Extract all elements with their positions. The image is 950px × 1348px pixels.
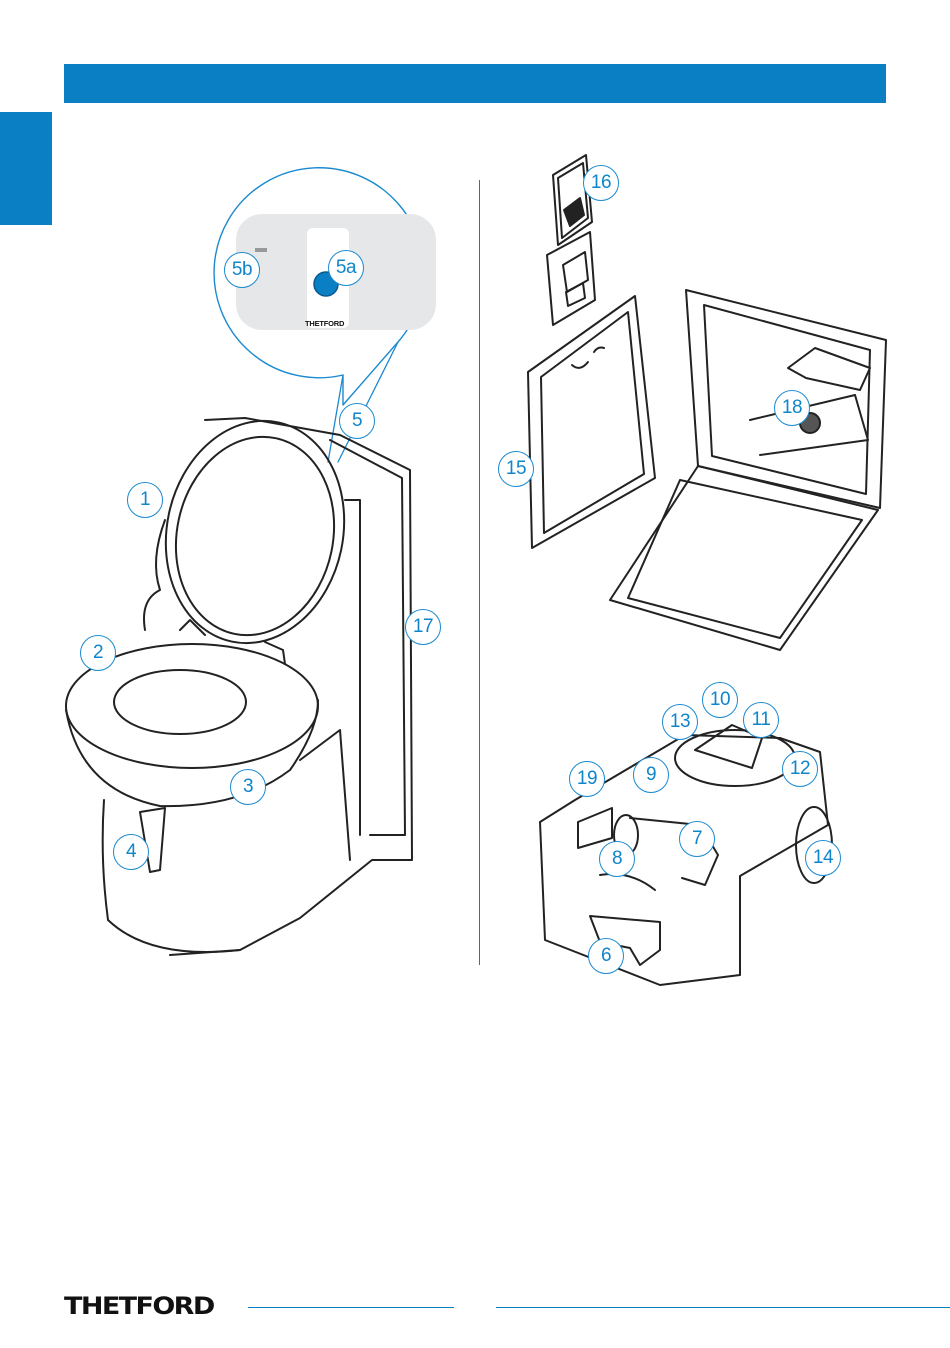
callout-17: 17 xyxy=(405,609,441,645)
magnifier-brand-logo: THETFORD xyxy=(305,319,344,328)
service-door-housing xyxy=(610,290,886,650)
callout-5: 5 xyxy=(339,403,375,439)
callout-4: 4 xyxy=(113,834,149,870)
callout-7: 7 xyxy=(679,821,715,857)
callout-13: 13 xyxy=(662,704,698,740)
callout-8: 8 xyxy=(599,841,635,877)
service-door-frame xyxy=(528,296,655,548)
footer-rule-left xyxy=(248,1307,454,1308)
callout-12: 12 xyxy=(782,751,818,787)
callout-3: 3 xyxy=(230,769,266,805)
callout-15: 15 xyxy=(498,451,534,487)
callout-10: 10 xyxy=(702,682,738,718)
callout-18: 18 xyxy=(774,390,810,426)
callout-16: 16 xyxy=(583,165,619,201)
callout-11: 11 xyxy=(743,702,779,738)
footer-rule-right xyxy=(496,1307,950,1308)
callout-19: 19 xyxy=(569,761,605,797)
callout-6: 6 xyxy=(588,938,624,974)
footer-brand-text: THETFORD xyxy=(64,1293,214,1321)
callout-1: 1 xyxy=(127,482,163,518)
callout-5b: 5b xyxy=(224,252,260,288)
footer-brand-logo: THETFORD xyxy=(64,1293,214,1321)
callout-2: 2 xyxy=(80,635,116,671)
callout-5a: 5a xyxy=(328,250,364,286)
toilet-unit xyxy=(66,404,412,955)
callout-9: 9 xyxy=(633,757,669,793)
callout-14: 14 xyxy=(805,840,841,876)
